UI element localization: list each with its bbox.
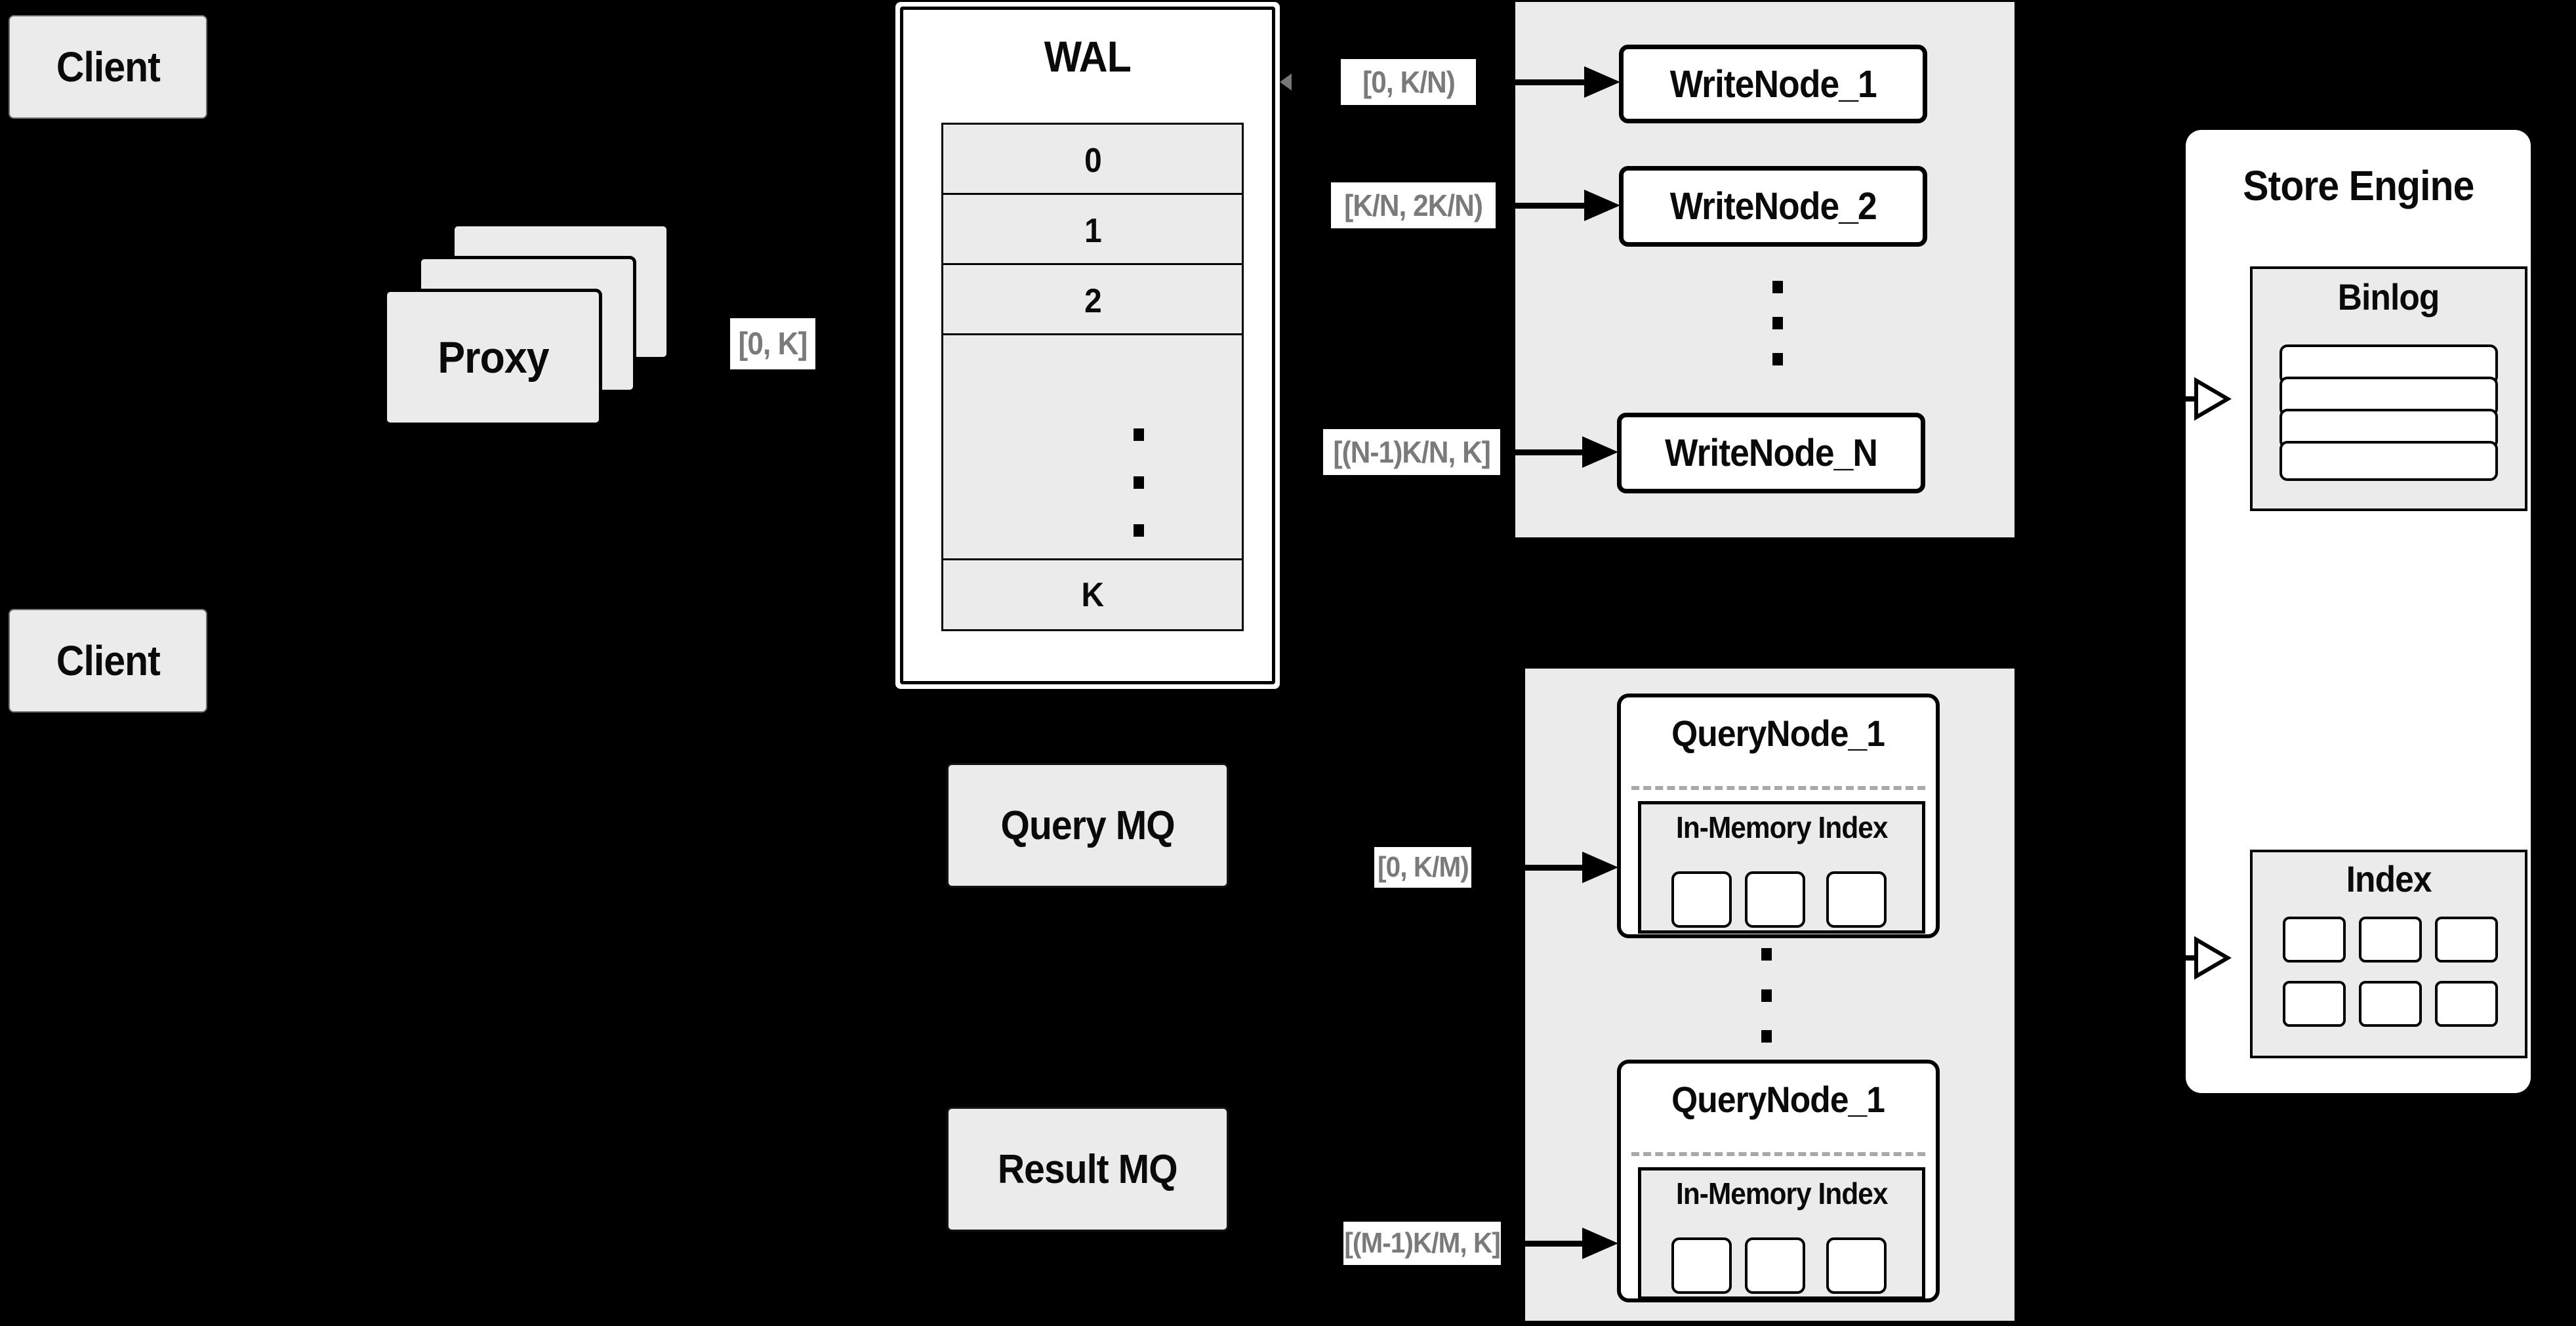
wal-row-1: 1 — [941, 193, 1244, 269]
range-label-write-2-text: [K/N, 2K/N) — [1344, 188, 1483, 222]
wal-row-0: 0 — [941, 123, 1244, 199]
wal-row-1-text: 1 — [1084, 212, 1102, 250]
arrow-write-n-head-icon — [1582, 436, 1618, 468]
index-cell — [2359, 981, 2422, 1027]
memory-segment-cell — [1826, 871, 1887, 928]
query-node-panel: QueryNode_1 In-Memory Index QueryNode_1 … — [1525, 669, 2014, 1321]
wal-row-k: K — [941, 558, 1244, 631]
store-engine-title-text: Store Engine — [2242, 162, 2474, 209]
memory-segment-cell — [1826, 1237, 1887, 1294]
client-bottom-label: Client — [56, 637, 160, 684]
range-label-proxy-wal-text: [0, K] — [738, 326, 808, 362]
proxy-label: Proxy — [437, 332, 549, 383]
binlog-open-arrow-icon — [2186, 377, 2232, 421]
wal-panel: WAL 0 1 2 K — [895, 2, 1280, 689]
in-memory-index-box-1: In-Memory Index — [1638, 801, 1925, 934]
wal-title-text: WAL — [1044, 32, 1132, 81]
proxy-stack: Proxy — [384, 223, 670, 426]
wal-row-k-text: K — [1081, 575, 1105, 614]
arrow-write-n-line — [1500, 449, 1591, 455]
arrow-write-2-head-icon — [1584, 190, 1620, 221]
wal-row-2-text: 2 — [1084, 282, 1102, 320]
ellipsis-dot — [1134, 428, 1144, 441]
arrow-query-1-head-icon — [1582, 852, 1618, 883]
range-label-query-1-text: [0, K/M) — [1377, 851, 1469, 883]
client-box-bottom: Client — [9, 609, 207, 713]
range-label-query-1: [0, K/M) — [1374, 847, 1471, 888]
wal-out-arrow-tip-icon — [1280, 73, 1292, 91]
range-label-write-n: [(N-1)K/N, K] — [1323, 429, 1500, 475]
index-cell — [2435, 981, 2498, 1027]
write-node-1-label: WriteNode_1 — [1669, 62, 1877, 106]
query-mq-box: Query MQ — [947, 763, 1229, 888]
store-engine-panel: Store Engine Binlog Index — [2186, 130, 2531, 1093]
arrow-query-m-line — [1501, 1241, 1591, 1247]
memory-segment-cell — [1671, 871, 1732, 928]
ellipsis-dot — [1134, 524, 1144, 537]
range-label-query-m-text: [(M-1)K/M, K] — [1344, 1227, 1501, 1259]
client-top-label: Client — [56, 43, 160, 91]
proxy-box-front: Proxy — [384, 289, 602, 426]
dashed-divider — [1631, 1152, 1925, 1156]
dashed-divider — [1631, 786, 1925, 790]
index-cell — [2359, 917, 2422, 963]
query-mq-label: Query MQ — [1000, 802, 1175, 848]
ellipsis-dot — [1761, 1030, 1772, 1043]
arrow-write-1-head-icon — [1584, 66, 1620, 98]
binlog-box: Binlog — [2250, 266, 2527, 511]
write-node-box-n: WriteNode_N — [1617, 413, 1925, 493]
ellipsis-dot — [1134, 476, 1144, 489]
query-node-2-label: QueryNode_1 — [1671, 1079, 1886, 1120]
ellipsis-dot — [1761, 989, 1772, 1002]
result-mq-label: Result MQ — [998, 1146, 1178, 1192]
index-open-arrow-icon — [2186, 936, 2232, 980]
index-box: Index — [2250, 850, 2527, 1058]
range-label-write-1-text: [0, K/N) — [1362, 65, 1456, 99]
range-label-write-1: [0, K/N) — [1341, 59, 1476, 105]
index-cell — [2283, 981, 2346, 1027]
wal-row-ellipsis — [941, 333, 1244, 564]
binlog-title: Binlog — [2338, 276, 2440, 318]
arrow-query-1-line — [1471, 865, 1591, 871]
binlog-row — [2280, 441, 2498, 481]
result-mq-box: Result MQ — [947, 1107, 1229, 1232]
wal-title: WAL — [895, 31, 1280, 81]
write-node-2-label: WriteNode_2 — [1669, 185, 1877, 228]
memory-segment-cell — [1745, 1237, 1805, 1294]
query-node-box-2: QueryNode_1 In-Memory Index — [1617, 1060, 1940, 1302]
write-node-n-label: WriteNode_N — [1665, 432, 1878, 474]
in-memory-index-1-label: In-Memory Index — [1675, 810, 1888, 844]
write-node-box-1: WriteNode_1 — [1619, 45, 1927, 123]
ellipsis-dot — [1772, 317, 1783, 329]
range-label-write-n-text: [(N-1)K/N, K] — [1333, 435, 1490, 469]
in-memory-index-box-2: In-Memory Index — [1638, 1167, 1925, 1300]
index-cell — [2283, 917, 2346, 963]
ellipsis-dot — [1772, 281, 1783, 293]
wal-row-0-text: 0 — [1084, 142, 1102, 180]
write-node-box-2: WriteNode_2 — [1619, 166, 1927, 247]
wal-panel-border — [900, 7, 1275, 684]
ellipsis-dot — [1761, 948, 1772, 961]
range-label-query-m: [(M-1)K/M, K] — [1343, 1222, 1501, 1265]
range-label-write-2: [K/N, 2K/N) — [1331, 182, 1496, 228]
ellipsis-dot — [1772, 353, 1783, 365]
arrow-write-2-line — [1496, 203, 1594, 209]
range-label-proxy-wal: [0, K] — [730, 318, 815, 369]
wal-row-2: 2 — [941, 263, 1244, 339]
query-node-box-1: QueryNode_1 In-Memory Index — [1617, 694, 1940, 938]
index-title: Index — [2346, 858, 2432, 900]
query-node-1-label: QueryNode_1 — [1671, 713, 1886, 754]
store-engine-title: Store Engine — [2186, 161, 2531, 210]
in-memory-index-2-label: In-Memory Index — [1675, 1176, 1888, 1211]
arrow-query-m-head-icon — [1582, 1228, 1618, 1259]
memory-segment-cell — [1671, 1237, 1732, 1294]
client-box-top: Client — [9, 15, 207, 119]
memory-segment-cell — [1745, 871, 1805, 928]
index-cell — [2435, 917, 2498, 963]
arrow-write-1-line — [1476, 79, 1594, 85]
